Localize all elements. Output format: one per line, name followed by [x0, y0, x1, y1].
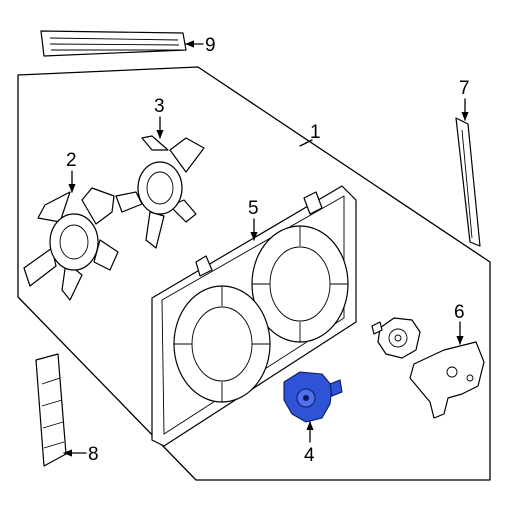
callout-8: 8 [88, 444, 99, 465]
callout-7: 7 [459, 78, 470, 99]
part-7-side-seal [455, 117, 481, 247]
callout-3: 3 [154, 96, 165, 117]
part-8-lower-seal [35, 353, 67, 467]
part-4-motor-highlighted [283, 371, 343, 423]
assembly-outline [17, 66, 491, 481]
part-2-fan [23, 187, 119, 301]
callout-9: 9 [205, 35, 216, 56]
callout-6: 6 [454, 302, 465, 323]
callout-4: 4 [304, 445, 315, 466]
part-9-seal [40, 30, 187, 57]
part-5-shroud [151, 185, 357, 447]
part-3-fan [115, 135, 205, 249]
callout-2: 2 [66, 150, 77, 171]
callout-5: 5 [248, 198, 259, 219]
callout-1: 1 [310, 122, 321, 143]
part-6-bracket [409, 341, 485, 419]
motor [371, 317, 421, 359]
arrow-1 [299, 139, 313, 147]
